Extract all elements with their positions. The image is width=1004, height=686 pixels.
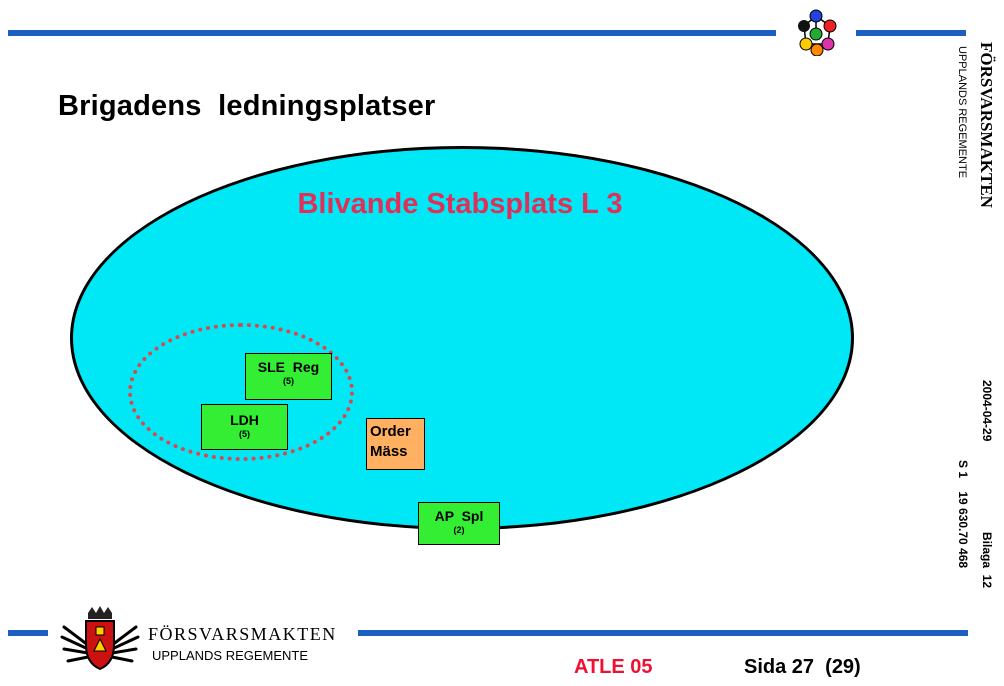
box-ap-spl-count: (2) — [453, 525, 465, 535]
dotted-group-ring — [128, 323, 354, 461]
page-number: Sida 27 (29) — [744, 656, 861, 678]
crowned-shield-crest-icon — [60, 606, 140, 671]
bottom-rule-left — [8, 630, 48, 636]
side-bilaga: Bilaga 12 — [980, 532, 994, 589]
box-sle-reg-count: (5) — [283, 376, 294, 386]
side-date: 2004-04-29 — [980, 380, 994, 442]
side-unit: UPPLANDS REGEMENTE — [956, 46, 968, 179]
box-sle-reg: SLE Reg (5) — [245, 353, 332, 400]
top-rule-right — [856, 30, 966, 36]
box-ldh-name: LDH — [230, 412, 259, 428]
footer-code: ATLE 05 — [574, 656, 653, 678]
box-ldh-count: (5) — [239, 429, 250, 439]
box-order-mass-line2: Mäss — [370, 443, 408, 460]
footer-org: FÖRSVARSMAKTEN — [148, 624, 337, 644]
box-order-mass-line1: Order — [370, 423, 411, 440]
box-ldh: LDH (5) — [201, 404, 288, 450]
box-ap-spl: AP Spl (2) — [418, 502, 500, 545]
side-reference: S 1 19 630.70 468 — [956, 460, 970, 569]
ellipse-label: Blivande Stabsplats L 3 — [297, 188, 623, 220]
box-sle-reg-name: SLE Reg — [257, 359, 320, 375]
box-order-mass: Order Mäss — [366, 418, 425, 470]
top-rule-left — [8, 30, 776, 36]
box-ap-spl-name: AP Spl — [434, 508, 484, 524]
side-org: FÖRSVARSMAKTEN — [977, 42, 996, 208]
page-title: Brigadens ledningsplatser — [58, 90, 436, 122]
colored-dots-logo-icon — [798, 9, 837, 56]
bottom-rule-right — [358, 630, 968, 636]
footer-unit: UPPLANDS REGEMENTE — [152, 648, 309, 663]
